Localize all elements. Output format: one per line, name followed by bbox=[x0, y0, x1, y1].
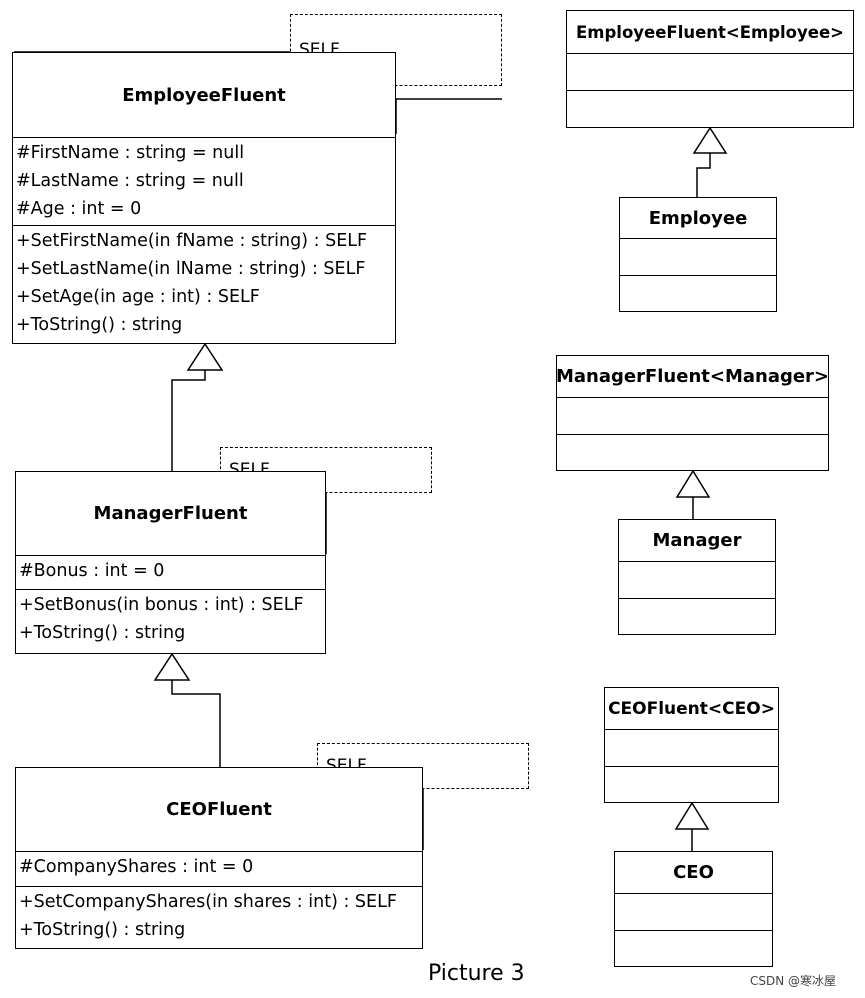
attributes-compartment: #CompanyShares : int = 0 bbox=[16, 851, 422, 886]
manager-fluent-manager-class: ManagerFluent<Manager> bbox=[556, 355, 829, 471]
self-template-connector bbox=[395, 98, 502, 134]
self-template-connector bbox=[325, 490, 432, 554]
attributes-compartment: #Bonus : int = 0 bbox=[16, 555, 325, 589]
operation: +ToString() : string bbox=[19, 920, 186, 940]
attributes-compartment bbox=[567, 53, 853, 90]
self-template-connector bbox=[422, 786, 529, 850]
attributes-compartment: #FirstName : string = null #LastName : s… bbox=[13, 137, 395, 225]
ceo-class: CEO bbox=[614, 851, 773, 967]
attribute: #Bonus : int = 0 bbox=[19, 561, 165, 581]
operation: +ToString() : string bbox=[19, 623, 186, 643]
operation: +SetCompanyShares(in shares : int) : SEL… bbox=[19, 892, 397, 912]
operations-compartment bbox=[619, 598, 775, 634]
class-name: Employee bbox=[648, 207, 748, 229]
attribute: #FirstName : string = null bbox=[16, 143, 245, 163]
ceo-fluent-ceo-class: CEOFluent<CEO> bbox=[604, 687, 779, 803]
ceo-fluent-class: CEOFluent #CompanyShares : int = 0 +SetC… bbox=[15, 767, 423, 949]
operations-compartment: +SetFirstName(in fName : string) : SELF … bbox=[13, 225, 395, 339]
attribute: #LastName : string = null bbox=[16, 171, 244, 191]
figure-caption: Picture 3 bbox=[428, 961, 525, 986]
class-name: EmployeeFluent bbox=[122, 84, 286, 106]
employee-fluent-employee-class: EmployeeFluent<Employee> bbox=[566, 10, 854, 128]
class-name: CEOFluent bbox=[166, 799, 272, 820]
generalization-line bbox=[171, 370, 206, 471]
manager-class: Manager bbox=[618, 519, 776, 635]
generalization-arrowhead bbox=[692, 126, 728, 154]
operations-compartment bbox=[567, 90, 853, 127]
operations-compartment: +SetBonus(in bonus : int) : SELF +ToStri… bbox=[16, 589, 325, 647]
operation: +SetBonus(in bonus : int) : SELF bbox=[19, 595, 304, 615]
operations-compartment: +SetCompanyShares(in shares : int) : SEL… bbox=[16, 886, 422, 944]
operation: +SetLastName(in lName : string) : SELF bbox=[16, 259, 366, 279]
generalization-arrowhead bbox=[153, 652, 191, 681]
operations-compartment bbox=[605, 766, 778, 802]
generalization-arrowhead bbox=[674, 801, 710, 830]
attributes-compartment bbox=[619, 561, 775, 598]
class-name: Manager bbox=[652, 530, 742, 551]
attributes-compartment bbox=[620, 238, 776, 275]
operations-compartment bbox=[557, 434, 828, 470]
operations-compartment bbox=[620, 275, 776, 311]
attribute: #CompanyShares : int = 0 bbox=[19, 857, 254, 877]
manager-fluent-class: ManagerFluent #Bonus : int = 0 +SetBonus… bbox=[15, 471, 326, 654]
operations-compartment bbox=[615, 930, 772, 966]
generalization-arrowhead bbox=[675, 469, 711, 498]
attributes-compartment bbox=[557, 397, 828, 434]
class-name: EmployeeFluent<Employee> bbox=[576, 22, 844, 42]
class-name: ManagerFluent<Manager> bbox=[555, 366, 830, 387]
class-name: ManagerFluent bbox=[93, 503, 248, 524]
class-name: CEO bbox=[673, 862, 714, 883]
class-name: CEOFluent<CEO> bbox=[608, 698, 775, 719]
generalization-arrowhead bbox=[186, 342, 224, 371]
employee-class: Employee bbox=[619, 197, 777, 312]
attribute: #Age : int = 0 bbox=[16, 199, 142, 219]
watermark: CSDN @寒冰屋 bbox=[750, 974, 837, 988]
generalization-line bbox=[696, 153, 711, 197]
employee-fluent-class: EmployeeFluent #FirstName : string = nul… bbox=[12, 52, 396, 344]
attributes-compartment bbox=[615, 893, 772, 930]
operation: +SetFirstName(in fName : string) : SELF bbox=[16, 231, 368, 251]
operation: +SetAge(in age : int) : SELF bbox=[16, 287, 260, 307]
generalization-line bbox=[171, 680, 221, 767]
attributes-compartment bbox=[605, 729, 778, 766]
operation: +ToString() : string bbox=[16, 315, 183, 335]
